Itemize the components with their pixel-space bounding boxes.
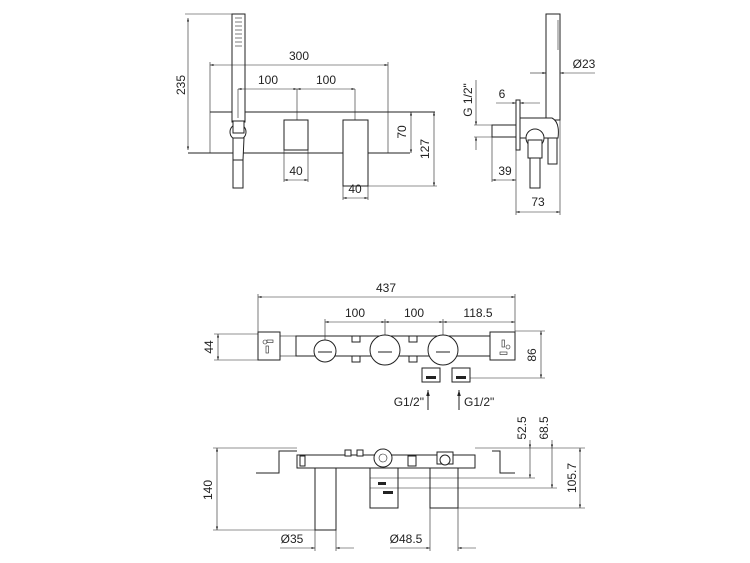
- dim-86: 86: [525, 348, 539, 362]
- dim-diameter-35: Ø35: [281, 532, 304, 546]
- dim-44: 44: [202, 340, 216, 354]
- dim-100-b: 100: [316, 73, 336, 87]
- dim-100-top-a: 100: [345, 306, 365, 320]
- dim-6: 6: [499, 87, 506, 101]
- hand-shower: [229, 13, 247, 189]
- dim-437: 437: [376, 281, 396, 295]
- inlet-right-label: G1/2": [464, 395, 494, 409]
- dim-68-5: 68.5: [537, 416, 551, 440]
- section-view: 140 Ø35 Ø48.5 52.5 68.5 105.7: [201, 416, 585, 551]
- dim-235: 235: [174, 75, 188, 95]
- dim-diameter-48-5: Ø48.5: [390, 532, 423, 546]
- diverter-knob: [283, 119, 309, 151]
- mixer-cartridge: [427, 334, 459, 366]
- inlet-hot: [451, 367, 471, 383]
- dim-40-knob: 40: [289, 164, 303, 178]
- outlet-port: [313, 339, 337, 363]
- mounting-plate-left: [257, 331, 281, 361]
- front-view: 235 300 100 100 40 40 70 127: [174, 13, 437, 200]
- dim-52-5: 52.5: [515, 416, 529, 440]
- dim-39: 39: [498, 164, 512, 178]
- dim-118-5: 118.5: [463, 306, 492, 320]
- dim-diameter-23: Ø23: [573, 57, 596, 71]
- diverter-cartridge: [369, 334, 401, 366]
- dim-73: 73: [531, 195, 545, 209]
- dim-127: 127: [418, 139, 432, 159]
- dim-70: 70: [395, 125, 409, 139]
- dim-40-spout: 40: [348, 182, 362, 196]
- dim-140: 140: [201, 480, 215, 500]
- side-view: Ø23 G 1/2" 6 39 73: [461, 13, 596, 215]
- dim-100-top-b: 100: [404, 306, 424, 320]
- dim-100-a: 100: [258, 73, 278, 87]
- mixer-handle: [342, 119, 369, 187]
- dim-thread-g12: G 1/2": [461, 83, 475, 117]
- outlet-sleeve-small: [314, 467, 337, 531]
- top-view: 437 100 100 118.5 44 86 G1/2" G1/2": [202, 281, 545, 410]
- dim-105-7: 105.7: [565, 463, 579, 493]
- dim-300: 300: [289, 49, 309, 63]
- inlet-left-label: G1/2": [394, 395, 424, 409]
- mounting-plate-right: [489, 331, 516, 361]
- inlet-cold: [421, 367, 441, 383]
